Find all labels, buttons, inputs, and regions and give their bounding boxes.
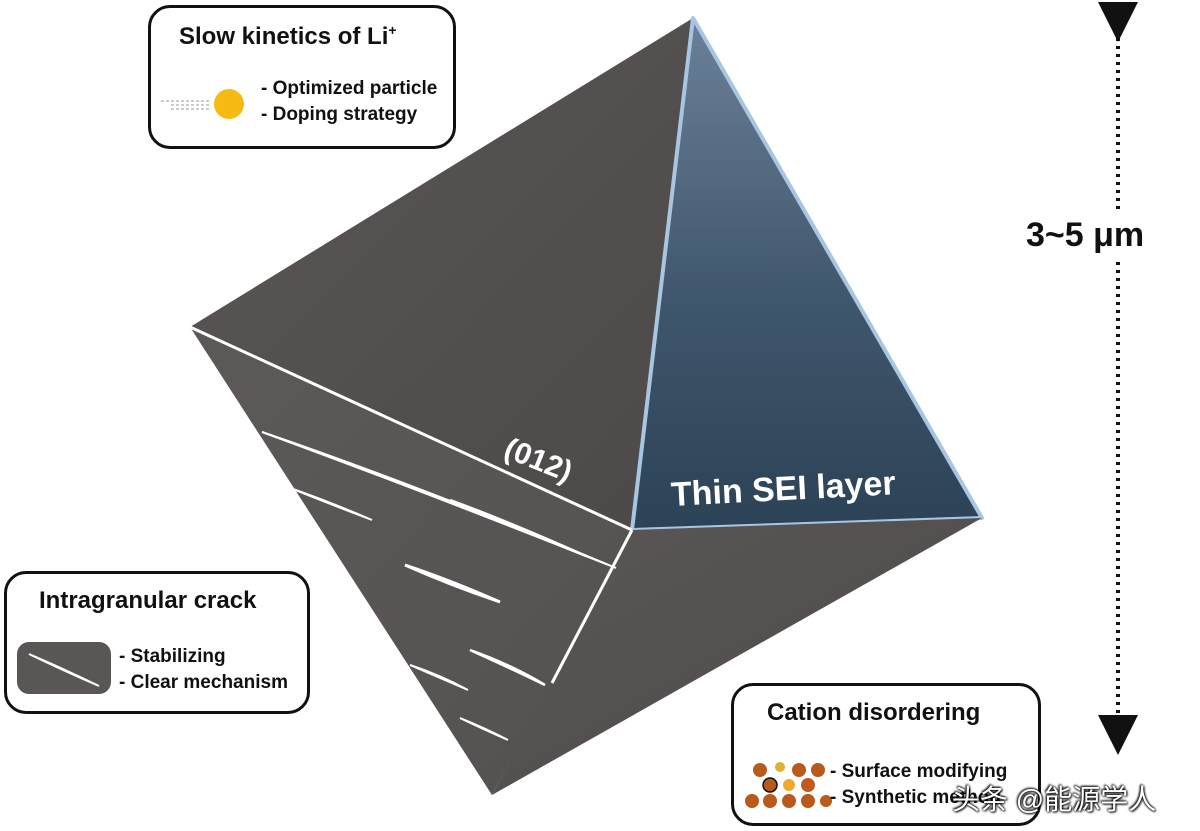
cation-dots-icon <box>745 762 832 808</box>
particle-icon <box>161 89 244 119</box>
watermark: 头条 @能源学人 <box>952 784 1157 815</box>
crack-line <box>289 487 373 521</box>
crystal-edge <box>189 325 633 532</box>
crack-title: Intragranular crack <box>39 587 257 614</box>
kinetics-item: - Optimized particle <box>261 78 438 99</box>
crack-line <box>459 717 509 741</box>
scale-label: 3~5 μm <box>1022 214 1149 257</box>
crack-item: - Stabilizing <box>119 646 226 667</box>
crystal-left-facet <box>190 327 632 795</box>
crack-line <box>469 648 546 687</box>
crack-line <box>409 664 469 691</box>
cation-item: - Surface modifying <box>830 761 1008 782</box>
kinetics-item: - Doping strategy <box>261 104 418 125</box>
cation-title: Cation disordering <box>767 699 981 726</box>
crack-lines <box>261 431 617 741</box>
crystal-edge <box>550 529 634 684</box>
crystal-right-facet <box>492 518 982 795</box>
cation-item: - Synthetic method <box>830 787 1002 808</box>
kinetics-box: Slow kinetics of Li+ - Optimized particl… <box>148 5 456 149</box>
sei-facet <box>630 16 984 532</box>
crack-box: Intragranular crack - Stabilizing - Clea… <box>4 571 310 714</box>
cation-box: Cation disordering - Surface modifying -… <box>731 683 1041 826</box>
crack-line <box>449 498 587 558</box>
crack-item: - Clear mechanism <box>119 672 288 693</box>
crack-line <box>261 431 617 569</box>
crack-line <box>404 563 501 604</box>
kinetics-title: Slow kinetics of Li+ <box>179 22 397 50</box>
crystal-top-facet <box>190 18 693 530</box>
crack-icon <box>17 642 111 694</box>
